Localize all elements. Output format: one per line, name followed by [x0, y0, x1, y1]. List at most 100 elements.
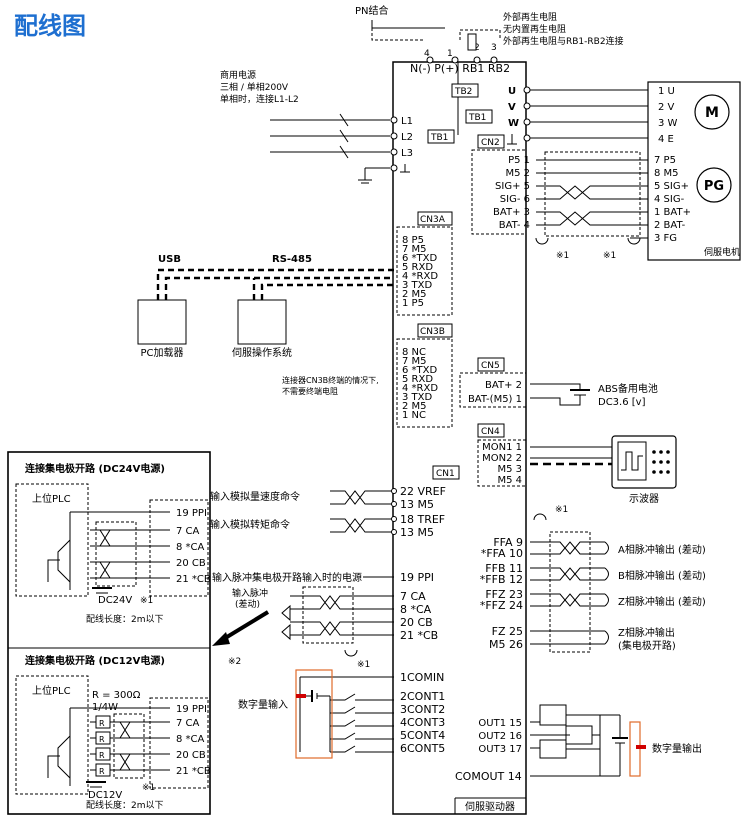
box12-pin: 21 *CB: [176, 766, 211, 777]
resistor-r: R: [99, 735, 105, 744]
l1-terminal: L1: [401, 116, 413, 127]
cn2-pin: P5 1: [508, 155, 530, 166]
arrow-to-collector-box: [220, 610, 270, 642]
pc-loader-label: PC加载器: [140, 347, 183, 359]
cn3a-pin: 3 TXD: [402, 280, 433, 291]
page-title: 配线图: [14, 12, 86, 40]
box24-pin: 20 CB: [176, 558, 206, 569]
motor-pin-2v: 2 V: [658, 102, 675, 113]
cn3a-pins: 8 P5 7 M5 6 *TXD 5 RXD 4 *RXD 3 TXD 2 M5…: [402, 235, 438, 309]
motor-pin-4e: 4 E: [658, 134, 674, 145]
pg-pin: 1 BAT+: [654, 207, 691, 218]
pg-pin: 7 P5: [654, 155, 676, 166]
cn4-label: CN4: [481, 427, 500, 437]
resistor-r: R: [99, 751, 105, 760]
cn3a-pin: 7 M5: [402, 244, 427, 255]
cn4-pin: M5 4: [497, 475, 522, 486]
cn1-pin: COMOUT 14: [455, 770, 522, 783]
encoder-pg-symbol: PG: [704, 179, 724, 194]
cn4-pin: MON1 1: [482, 442, 522, 453]
cn1-pin: 2CONT1: [400, 690, 445, 703]
note-2: ※2: [228, 657, 241, 667]
top-terminal-labels: N(-) P(+) RB1 RB2: [410, 62, 510, 75]
cn2-pin: M5 2: [505, 168, 530, 179]
cn3a-pin: 2 M5: [402, 289, 427, 300]
cn2-pin: SIG- 6: [500, 194, 530, 205]
cn2-label: CN2: [481, 138, 500, 148]
cn3b-pin: 3 TXD: [402, 392, 433, 403]
cn4-pin: M5 3: [497, 464, 522, 475]
box24-length: 配线长度：2m以下: [86, 613, 164, 625]
l3-terminal: L3: [401, 148, 413, 159]
cn5-pin-bat-plus: BAT+ 2: [485, 380, 522, 391]
cn1-pin: 20 CB: [400, 616, 433, 629]
cn1-pin: 13 M5: [400, 498, 434, 511]
box24-plc-label: 上位PLC: [32, 492, 71, 505]
servo-operation-box: [237, 299, 287, 345]
pulse-input-label: 输入脉冲: [232, 587, 268, 599]
cn3a-pin: 8 P5: [402, 235, 424, 246]
motor-m-symbol: M: [705, 105, 719, 121]
cn3a-pin: 6 *TXD: [402, 253, 438, 264]
cn1-right-pin: M5 26: [489, 638, 523, 651]
term-num-2: 2: [474, 43, 480, 53]
power-line-1: 商用电源: [220, 69, 256, 81]
v-terminal: V: [508, 102, 516, 113]
tb2-label: TB2: [454, 87, 472, 97]
cn1-right-pin: FZ 25: [492, 625, 523, 638]
pg-pin: 5 SIG+: [654, 181, 689, 192]
servo-motor-label: 伺服电机: [704, 246, 740, 258]
cn1-pin: 1COMIN: [400, 671, 444, 684]
cn1-right-pins: FFA 9 *FFA 10 FFB 11 *FFB 12 FFZ 23 *FFZ…: [480, 536, 523, 651]
note-1-pulse-out: ※1: [555, 505, 568, 515]
pg-pins: 7 P5 8 M5 5 SIG+ 4 SIG- 1 BAT+ 2 BAT- 3 …: [654, 155, 691, 244]
pg-pin: 8 M5: [654, 168, 679, 179]
box24-note: ※1: [140, 596, 153, 606]
pg-pin: 2 BAT-: [654, 220, 686, 231]
usb-label: USB: [158, 254, 181, 265]
box12-note: ※1: [142, 783, 155, 793]
box12-pin: 20 CB: [176, 750, 206, 761]
cn1-right-pin: *FFA 10: [481, 547, 523, 560]
box12-r-value: R = 300Ω: [92, 690, 141, 701]
cn1-right-pin: *FFB 12: [480, 573, 523, 586]
box12-pin: 7 CA: [176, 718, 200, 729]
cn2-pin: BAT+ 3: [493, 207, 530, 218]
cn3a-pin: 4 *RXD: [402, 271, 438, 282]
cn2-pins: P5 1 M5 2 SIG+ 5 SIG- 6 BAT+ 3 BAT- 4: [493, 155, 530, 231]
b-phase-output: B相脉冲输出 (差动): [618, 569, 706, 582]
pg-pin: 3 FG: [654, 233, 677, 244]
analog-torque-label: 输入模拟转矩命令: [210, 518, 290, 531]
servo-drive-label: 伺服驱动器: [465, 800, 515, 813]
note-1-cn2-right: ※1: [603, 251, 616, 261]
collector-open-panel: [7, 451, 211, 815]
w-terminal: W: [508, 118, 519, 129]
box12-pin: 8 *CA: [176, 734, 205, 745]
box24-pin: 7 CA: [176, 526, 200, 537]
out2-pin: OUT2 16: [478, 731, 522, 742]
cn1-pin: 18 TREF: [400, 513, 445, 526]
cn3b-pin: 7 M5: [402, 356, 427, 367]
tb1-left-label: TB1: [430, 133, 448, 143]
cn1-pin: 19 PPI: [400, 571, 434, 584]
cn3a-pin: 5 RXD: [402, 262, 433, 273]
cn1-right-pin: FFA 9: [493, 536, 523, 549]
digital-output-label: 数字量输出: [652, 742, 702, 755]
cn1-pin: 21 *CB: [400, 629, 438, 642]
servo-drive-box: [392, 61, 527, 815]
cn1-right-pin: FFB 11: [485, 562, 523, 575]
box12-plc-label: 上位PLC: [32, 684, 71, 697]
cn3b-label: CN3B: [420, 327, 445, 337]
l2-terminal: L2: [401, 132, 413, 143]
cn1-pin: 5CONT4: [400, 729, 445, 742]
box24-pin: 8 *CA: [176, 542, 205, 553]
battery-voltage: DC3.6 [v]: [598, 397, 646, 408]
battery-label: ABS备用电池: [598, 382, 658, 395]
cn5-pin-bat-minus: BAT-(M5) 1: [468, 394, 522, 405]
cn3a-pin: 1 P5: [402, 298, 424, 309]
out1-pin: OUT1 15: [478, 718, 522, 729]
cn3b-note-2: 不需要终端电阻: [282, 386, 338, 396]
regen-note-2: 无内置再生电阻: [503, 23, 566, 35]
cn1-pin: 22 VREF: [400, 485, 446, 498]
